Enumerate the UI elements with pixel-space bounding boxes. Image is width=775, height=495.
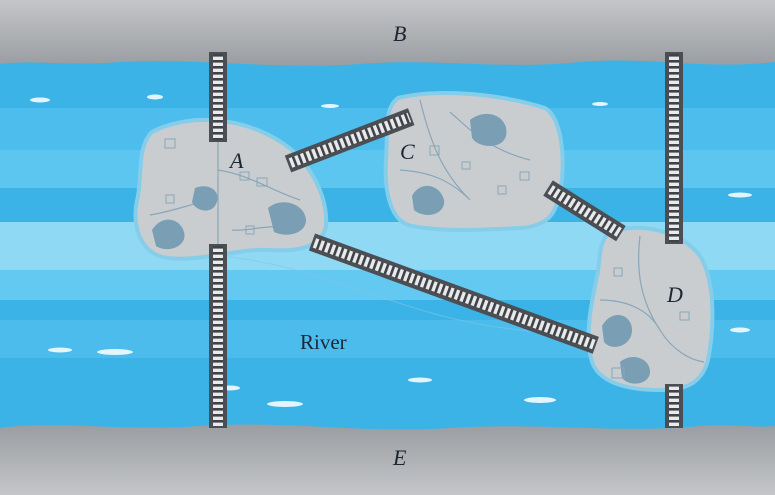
bridge-b-d bbox=[665, 52, 683, 244]
bridge-a-c bbox=[284, 108, 415, 173]
bank-label-b: B bbox=[393, 21, 407, 46]
bridge-d-e bbox=[665, 384, 683, 428]
bridges bbox=[209, 52, 683, 428]
island-c bbox=[383, 91, 565, 232]
island-label-c: C bbox=[400, 139, 415, 164]
water-ripples bbox=[30, 94, 752, 407]
river-label: River bbox=[300, 330, 347, 354]
north-bank bbox=[0, 0, 775, 66]
bank-label-e: E bbox=[393, 445, 407, 470]
island-a bbox=[133, 117, 329, 261]
island-label-d: D bbox=[667, 282, 683, 307]
island-d bbox=[586, 225, 715, 393]
bridge-a-e bbox=[209, 244, 227, 428]
south-bank bbox=[0, 424, 775, 495]
bridge-b-a bbox=[209, 52, 227, 142]
bridge-c-d bbox=[543, 180, 626, 242]
bridge-a-d bbox=[308, 233, 599, 354]
island-label-a: A bbox=[230, 148, 244, 173]
